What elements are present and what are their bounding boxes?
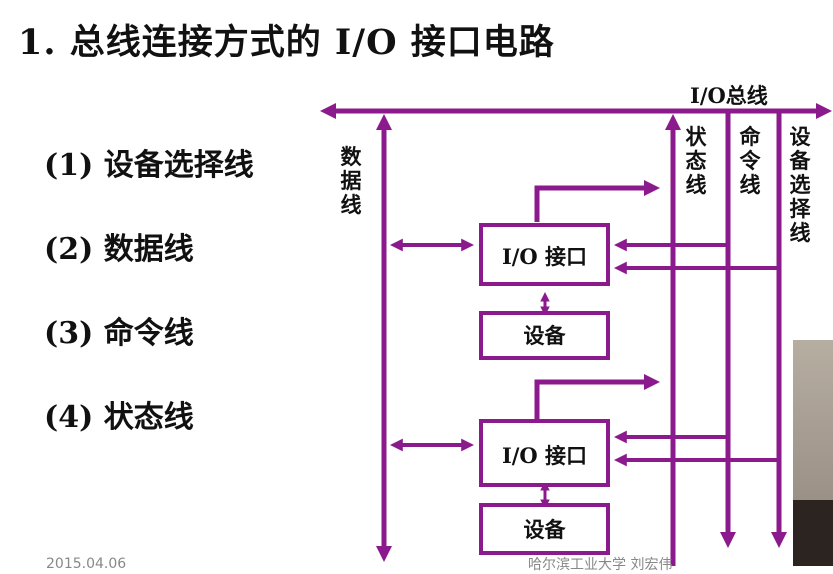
list-item-data-line: (2) 数据线	[44, 232, 194, 267]
list-item-status-line: (4) 状态线	[44, 400, 194, 435]
data-line-label: 数据线	[340, 145, 362, 217]
list-item-select-line: (1) 设备选择线	[44, 148, 254, 183]
line-type-list: (1) 设备选择线 (2) 数据线 (3) 命令线 (4) 状态线	[44, 140, 254, 476]
upper-interface-box	[479, 223, 610, 286]
status-line-label: 状态线	[685, 125, 707, 197]
lower-interface-label: I/O 接口	[501, 443, 588, 468]
upper-interface-label: I/O 接口	[501, 244, 588, 269]
slide-title: 1. 总线连接方式的 I/O 接口电路	[18, 22, 555, 63]
lower-interface-box	[479, 419, 610, 487]
command-line-label: 命令线	[739, 125, 761, 197]
lower-status-arrow	[534, 373, 660, 420]
upper-device-box	[479, 311, 610, 360]
lower-device-label: 设备	[523, 517, 566, 542]
footer-author: 哈尔滨工业大学 刘宏伟	[528, 557, 673, 573]
lower-device-box	[479, 503, 610, 555]
footer-date: 2015.04.06	[46, 556, 127, 572]
select-line-label: 设备选择线	[789, 125, 811, 245]
io-bus-label: I/O总线	[690, 83, 768, 108]
upper-device-label: 设备	[523, 323, 566, 348]
list-item-command-line: (3) 命令线	[44, 316, 194, 351]
upper-status-arrow	[534, 179, 660, 222]
presenter-video-shadow	[793, 500, 833, 566]
